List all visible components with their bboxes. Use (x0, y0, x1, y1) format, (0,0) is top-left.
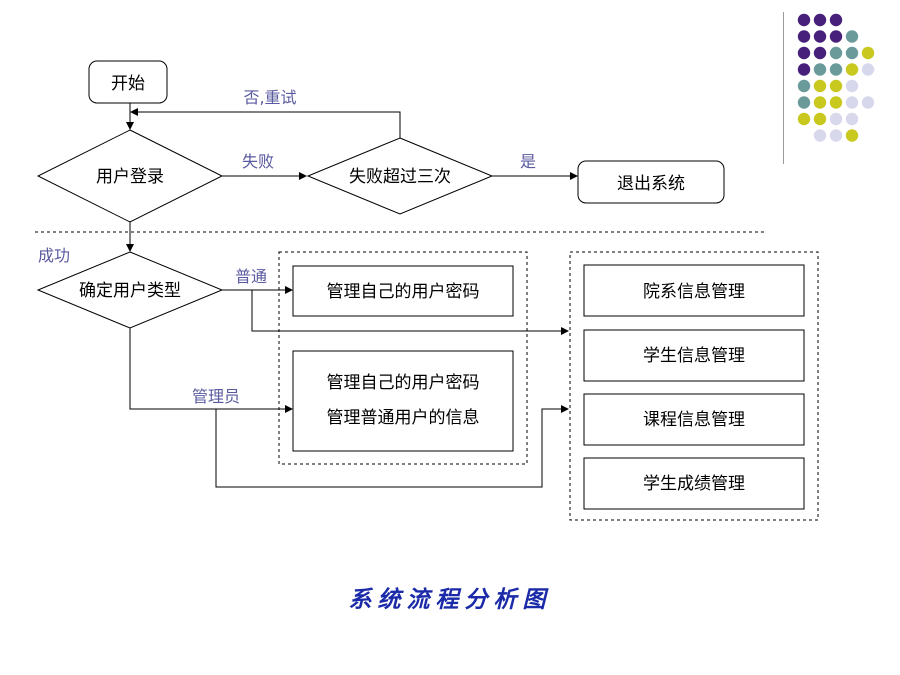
decoration-dot (829, 13, 843, 27)
decoration-dot (861, 63, 875, 76)
module-box: 院系信息管理 (583, 264, 805, 317)
decoration-dot (829, 63, 843, 76)
decoration-dot (797, 96, 811, 109)
module-label: 院系信息管理 (643, 282, 745, 302)
decoration-dot (813, 96, 827, 109)
edge-label-normal: 普通 (235, 267, 267, 286)
decoration-dot (845, 30, 859, 43)
decoration-dot (845, 63, 859, 76)
type-check-decision: 确定用户类型 (36, 251, 224, 329)
decoration-dot (813, 129, 827, 142)
edge-label-fail: 失败 (242, 152, 274, 171)
decoration-dot (845, 79, 859, 93)
decoration-dot (797, 79, 811, 93)
start-label: 开始 (111, 74, 145, 94)
edge-label-admin: 管理员 (192, 387, 240, 406)
decoration-dot (861, 46, 875, 60)
admin-task-line1: 管理自己的用户密码 (327, 373, 480, 393)
decoration-dot (813, 79, 827, 93)
admin-task-line2: 管理普通用户的信息 (327, 408, 480, 428)
diagram-caption: 系统流程分析图 (348, 586, 552, 613)
edge-normal-modules (251, 290, 569, 335)
decoration-dot (845, 46, 859, 60)
exit-node: 退出系统 (577, 160, 725, 204)
decoration-dot (813, 63, 827, 76)
decoration-dot (813, 46, 827, 60)
fail-check-label: 失败超过三次 (349, 167, 451, 187)
normal-task-box: 管理自己的用户密码 (292, 265, 514, 317)
decoration-dot (797, 13, 811, 27)
decoration-dot (797, 46, 811, 60)
decoration-dot (813, 30, 827, 43)
login-label: 用户登录 (96, 167, 164, 187)
normal-task-label: 管理自己的用户密码 (327, 282, 480, 302)
decoration-dot (845, 129, 859, 142)
decoration-dot (797, 30, 811, 43)
decoration-dot (861, 96, 875, 109)
admin-task-box: 管理自己的用户密码 管理普通用户的信息 (292, 350, 514, 452)
decoration-dot (845, 96, 859, 109)
decoration-divider (783, 12, 784, 164)
decoration-dot (829, 79, 843, 93)
decoration-dot (829, 46, 843, 60)
edge-retry (130, 108, 401, 138)
module-label: 学生成绩管理 (643, 474, 745, 494)
edge-label-yes: 是 (520, 152, 536, 171)
decoration-dot (829, 112, 843, 126)
type-check-label: 确定用户类型 (79, 281, 181, 301)
edge-label-retry: 否,重试 (243, 88, 296, 107)
decoration-dot (797, 112, 811, 126)
module-box: 学生信息管理 (583, 329, 805, 382)
decoration-dot (813, 112, 827, 126)
decoration-dot (829, 96, 843, 109)
module-box: 学生成绩管理 (583, 457, 805, 510)
decoration-dot (829, 129, 843, 142)
edge-label-success: 成功 (38, 246, 70, 265)
decoration-dots (797, 13, 875, 142)
edge-type-admin (129, 328, 293, 413)
decoration-dot (829, 30, 843, 43)
edge-admin-modules (215, 405, 569, 488)
user-task-group (278, 251, 528, 465)
module-label: 学生信息管理 (643, 346, 745, 366)
decoration-dot (797, 63, 811, 76)
exit-label: 退出系统 (617, 174, 685, 194)
module-label: 课程信息管理 (643, 410, 745, 430)
flowchart: 开始 用户登录 失败超过三次 退出系统 确定用户类型 管理自己的用户密码 管理自… (35, 60, 819, 521)
decoration-dot (845, 112, 859, 126)
start-node: 开始 (88, 60, 168, 104)
fail-check-decision: 失败超过三次 (306, 137, 494, 215)
module-box: 课程信息管理 (583, 393, 805, 446)
decoration-dot (813, 13, 827, 27)
login-decision: 用户登录 (36, 129, 224, 223)
